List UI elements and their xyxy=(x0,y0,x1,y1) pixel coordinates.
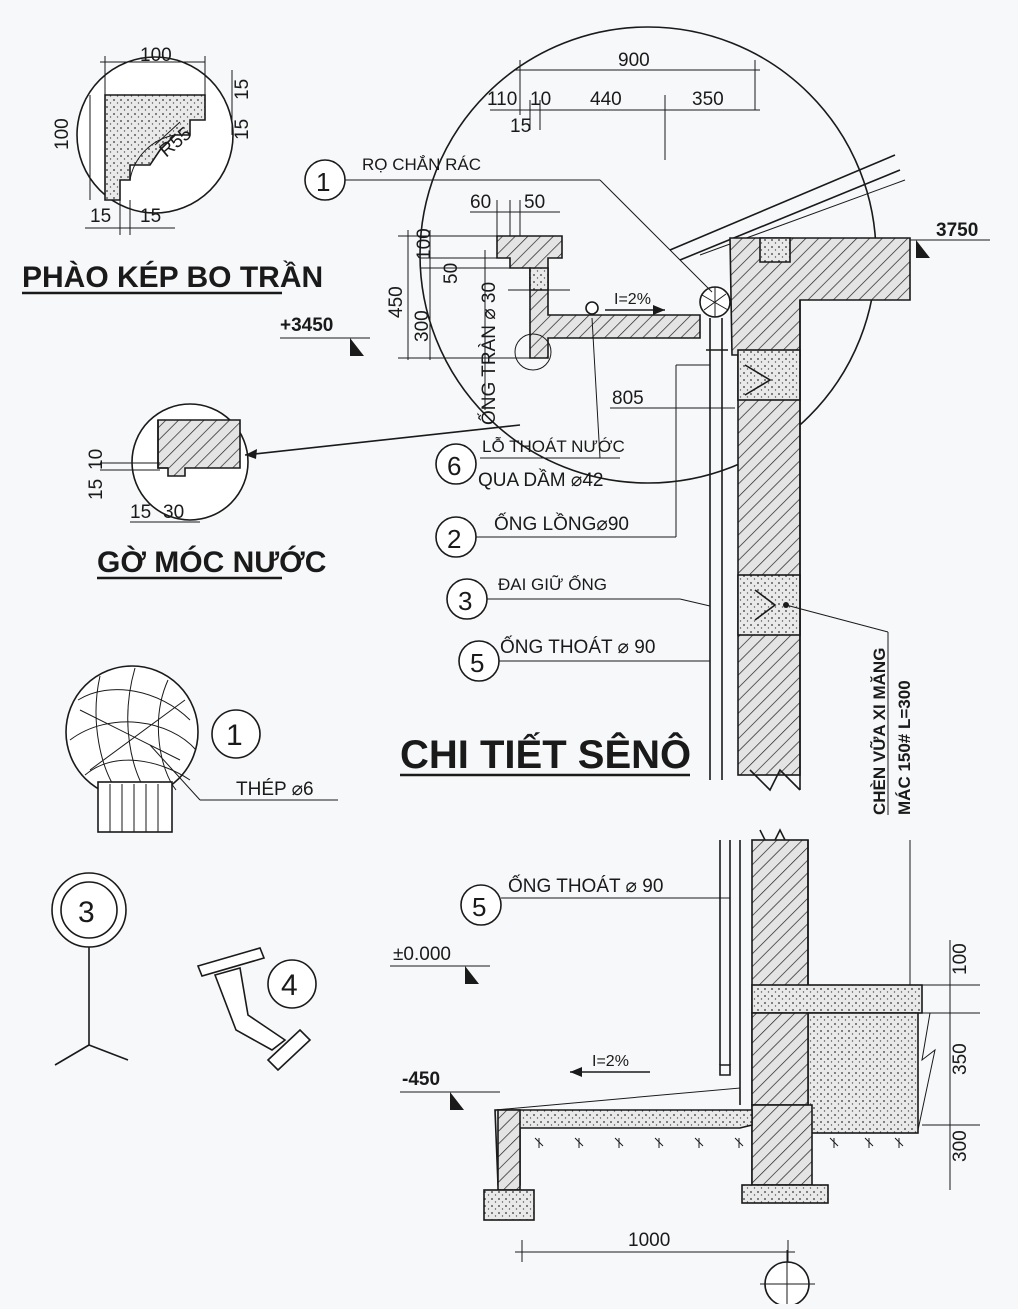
go-dim-10: 10 xyxy=(86,449,107,470)
trash-guard-detail: 1 THÉP ⌀6 xyxy=(65,665,338,833)
seno-title: CHI TIẾT SÊNÔ xyxy=(400,731,691,777)
callout-4-detail: 4 xyxy=(281,969,298,1002)
ong-thoat-label: ỐNG THOÁT ⌀ 90 xyxy=(500,636,655,658)
go-moc-nuoc-detail: 10 15 15 30 GỜ MÓC NƯỚC xyxy=(86,403,521,580)
dim-10: 10 xyxy=(530,89,551,110)
gutter-section: I=2% 900 110 10 440 350 15 60 50 450 300… xyxy=(280,26,990,815)
phao-dim-15-d: 15 xyxy=(140,206,161,227)
foundation-section: I=2% 5 ỐNG THOÁT ⌀ 90 ±0.000 -450 100 35… xyxy=(390,828,980,1307)
phao-dim-100-left: 100 xyxy=(52,118,73,150)
ong-tran-label: ỐNG TRÀN ⌀ 30 xyxy=(478,282,500,425)
dim-900: 900 xyxy=(618,50,650,71)
go-dim-15b: 15 xyxy=(130,502,151,523)
callout-5: 5 xyxy=(470,648,484,678)
elbow-detail: 4 xyxy=(196,947,317,1072)
dim-300-right: 300 xyxy=(950,1130,971,1162)
slope-top: I=2% xyxy=(614,291,651,308)
dim-805: 805 xyxy=(612,388,644,409)
level-3450: +3450 xyxy=(280,315,333,336)
slope-bottom: I=2% xyxy=(592,1053,629,1070)
phao-kep-detail: 100 100 15 15 R55 15 15 PHÀO KÉP BO TRẦN xyxy=(22,45,323,295)
callout-1-detail: 1 xyxy=(226,719,243,752)
dim-100-right: 100 xyxy=(950,943,971,975)
level-m450: -450 xyxy=(402,1069,440,1090)
mac-label: MÁC 150# L=300 xyxy=(895,680,914,815)
ong-long-label: ỐNG LỒNG⌀90 xyxy=(494,513,629,535)
dim-60: 60 xyxy=(470,192,491,213)
dai-giu-ong-label: ĐAI GIỮ ỐNG xyxy=(498,574,607,594)
go-dim-15: 15 xyxy=(86,479,107,500)
dim-350: 350 xyxy=(692,89,724,110)
go-title: GỜ MÓC NƯỚC xyxy=(97,545,326,579)
dim-300: 300 xyxy=(412,310,433,342)
phao-dim-15-a: 15 xyxy=(232,79,253,100)
dim-350-right: 350 xyxy=(950,1043,971,1075)
ro-chan-rac-label: RỌ CHẮN RÁC xyxy=(362,155,481,174)
go-dim-30: 30 xyxy=(163,502,184,523)
callout-5-lower: 5 xyxy=(472,892,486,922)
chen-vua-label: CHÈN VỮA XI MĂNG xyxy=(869,648,889,815)
callout-6: 6 xyxy=(447,451,461,481)
phao-dim-15-b: 15 xyxy=(232,119,253,140)
dim-110: 110 xyxy=(487,89,517,110)
dim-1000: 1000 xyxy=(628,1230,670,1251)
dim-450: 450 xyxy=(386,286,407,318)
dim-15-top: 15 xyxy=(510,116,531,137)
phao-title: PHÀO KÉP BO TRẦN xyxy=(22,260,323,294)
thep-label: THÉP ⌀6 xyxy=(236,779,314,800)
dim-440: 440 xyxy=(590,89,622,110)
level-0: ±0.000 xyxy=(393,944,451,965)
dim-100-v: 100 xyxy=(414,228,435,260)
phao-dim-100-top: 100 xyxy=(140,45,172,66)
ong-thoat-lower-label: ỐNG THOÁT ⌀ 90 xyxy=(508,875,663,897)
callout-3-detail: 3 xyxy=(78,896,95,929)
callout-2: 2 xyxy=(447,524,461,554)
phao-dim-15-c: 15 xyxy=(90,206,111,227)
qua-dam-label: QUA DẦM ⌀42 xyxy=(478,469,603,491)
level-3750: 3750 xyxy=(936,220,978,241)
pipe-clamp-detail: 3 xyxy=(51,872,129,1066)
dim-50: 50 xyxy=(524,192,545,213)
dim-50-v: 50 xyxy=(441,263,462,284)
callout-1: 1 xyxy=(316,167,330,197)
lo-thoat-nuoc-label: LỖ THOÁT NƯỚC xyxy=(482,437,625,456)
callout-3: 3 xyxy=(458,586,472,616)
